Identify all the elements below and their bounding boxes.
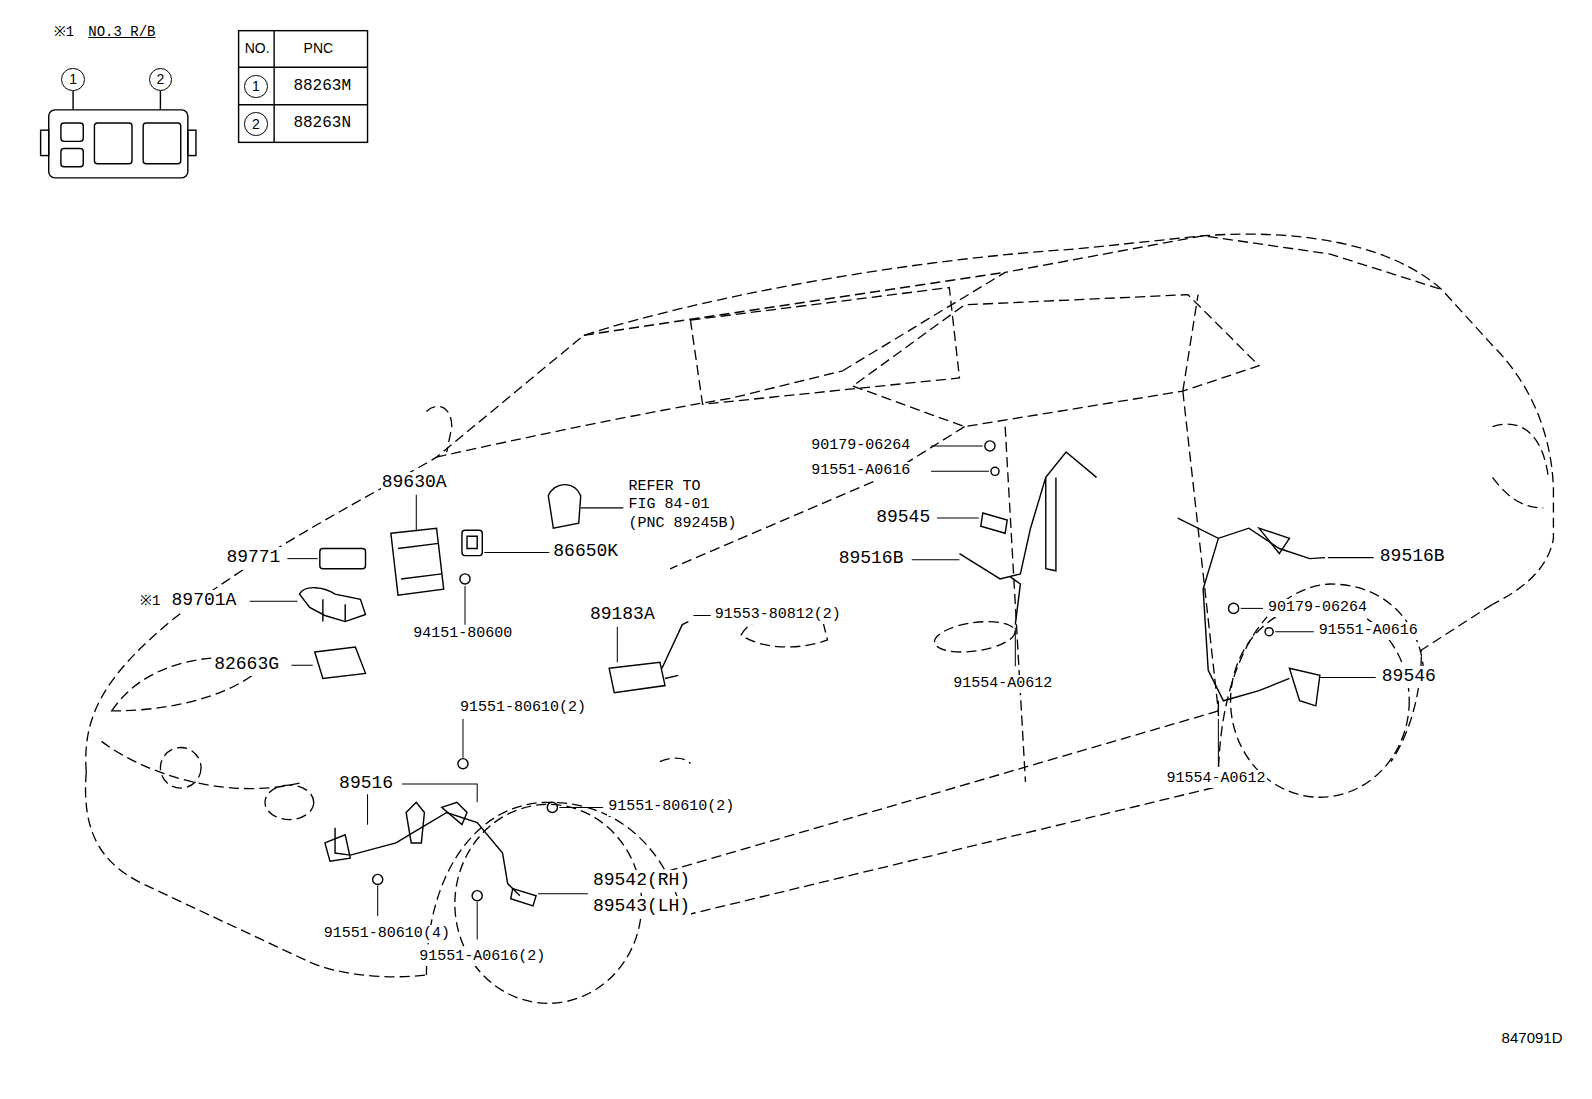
part-number: 91554-A0612 (952, 675, 1053, 693)
part-number: 91551-80610(2) (459, 699, 587, 717)
part-number: 89630A (381, 472, 448, 494)
circled-number: 1 (244, 75, 267, 98)
note-mark: ※1 (139, 593, 161, 610)
reference-note: (PNC 89245B) (627, 515, 737, 533)
part-number: 89545 (875, 507, 931, 529)
circle-text: 2 (157, 72, 165, 86)
circled-number: 1 (61, 68, 84, 91)
table-cell: 88263M (292, 77, 352, 96)
table-header: NO. (244, 40, 271, 57)
part-number: 91554-A0612 (1166, 770, 1267, 788)
circled-number: 2 (149, 68, 172, 91)
part-number: 90179-06264 (810, 437, 911, 455)
table-header: PNC (303, 40, 335, 57)
part-number: 89546 (1381, 666, 1437, 688)
part-number: 86650K (552, 541, 619, 563)
box-title: NO.3 R/B (87, 24, 156, 41)
circled-number: 2 (244, 112, 267, 135)
part-number: 90179-06264 (1267, 599, 1368, 617)
part-number: 89701A (171, 590, 238, 612)
table-cell: 88263N (292, 114, 352, 133)
reference-note: FIG 84-01 (627, 496, 710, 514)
part-number: 89771 (225, 547, 281, 569)
part-number: 89543(LH) (592, 896, 691, 918)
part-number: 89542(RH) (592, 870, 691, 892)
part-number: 89183A (589, 604, 656, 626)
part-number: 94151-80600 (412, 625, 513, 643)
part-number: 82663G (213, 654, 280, 676)
part-number: 91551-A0616(2) (418, 948, 546, 966)
part-number: 89516B (838, 548, 905, 570)
part-number: 91551-80610(4) (323, 925, 451, 943)
reference-note: REFER TO (627, 478, 701, 496)
part-number: 91551-80610(2) (607, 798, 735, 816)
part-number: 89516B (1379, 546, 1446, 568)
part-number: 91553-80812(2) (714, 606, 842, 624)
circle-text: 1 (252, 79, 260, 93)
note-mark: ※1 (53, 24, 75, 41)
part-number: 91551-A0616 (1318, 622, 1419, 640)
circle-text: 2 (252, 117, 260, 131)
part-number: 91551-A0616 (810, 462, 911, 480)
part-number: 89516 (338, 773, 394, 795)
circle-text: 1 (69, 72, 77, 86)
drawing-number: 847091D (1501, 1029, 1564, 1047)
